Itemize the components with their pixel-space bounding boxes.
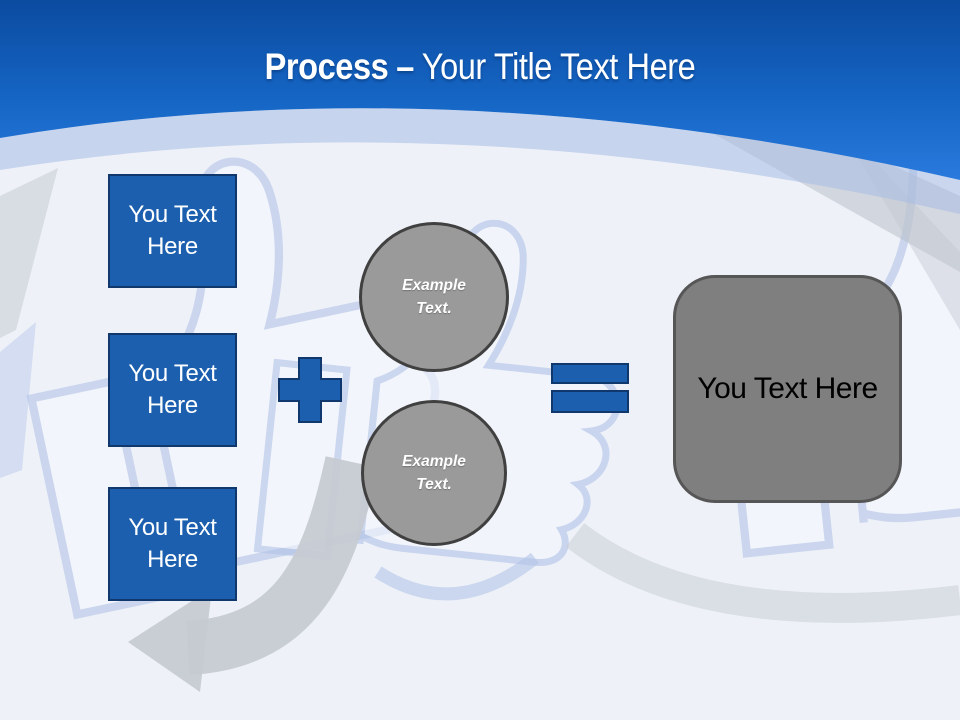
plus-icon[interactable] <box>278 357 342 423</box>
title-bold-text: Process <box>264 46 389 87</box>
equals-icon[interactable] <box>551 363 629 413</box>
example-circle-2[interactable]: Example Text. <box>361 400 507 546</box>
curved-arrow-shape <box>128 456 379 692</box>
input-box-1-label: You Text Here <box>128 201 217 260</box>
slide-title[interactable]: Process–Your Title Text Here <box>58 45 903 89</box>
example-circle-1-label: Example Text. <box>402 277 466 317</box>
title-separator: – <box>396 46 414 87</box>
title-regular-text: Your Title Text Here <box>421 46 696 87</box>
input-box-1[interactable]: You Text Here <box>108 174 237 288</box>
header-band <box>0 0 960 180</box>
header-echo-band <box>0 108 960 214</box>
input-box-3[interactable]: You Text Here <box>108 487 237 601</box>
example-circle-2-label: Example Text. <box>402 453 466 493</box>
input-box-3-label: You Text Here <box>128 514 217 573</box>
result-box[interactable]: You Text Here <box>673 275 902 503</box>
input-box-2-label: You Text Here <box>128 360 217 419</box>
example-circle-1[interactable]: Example Text. <box>359 222 509 372</box>
result-box-label: You Text Here <box>697 372 878 405</box>
input-box-2[interactable]: You Text Here <box>108 333 237 447</box>
